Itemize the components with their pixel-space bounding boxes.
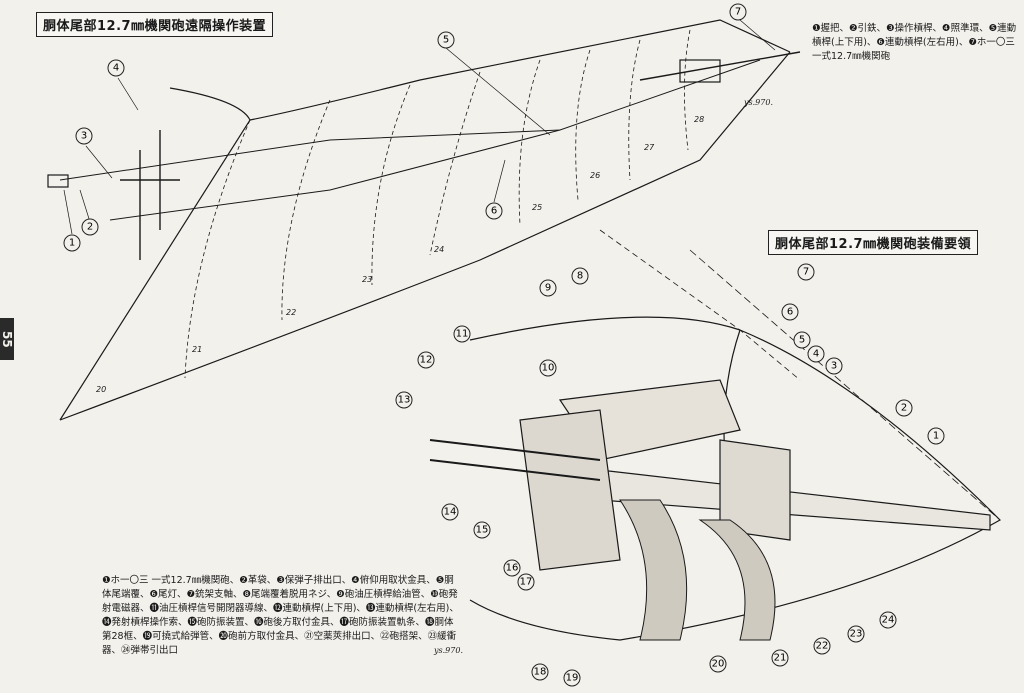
svg-text:3: 3 <box>81 131 87 142</box>
frame-number: 23 <box>362 275 372 284</box>
callout-bottom-10: 10 <box>539 359 557 377</box>
svg-text:14: 14 <box>444 507 457 518</box>
callout-bottom-2: 2 <box>895 399 913 417</box>
svg-text:7: 7 <box>803 267 809 278</box>
svg-text:19: 19 <box>566 673 579 684</box>
callout-bottom-19: 19 <box>563 669 581 687</box>
svg-text:23: 23 <box>850 629 863 640</box>
callout-top-4: 4 <box>107 59 125 77</box>
svg-text:17: 17 <box>520 577 533 588</box>
frame-number: 24 <box>434 245 444 254</box>
frame-number: 28 <box>694 115 704 124</box>
svg-text:3: 3 <box>831 361 837 372</box>
callout-bottom-11: 11 <box>453 325 471 343</box>
callout-bottom-13: 13 <box>395 391 413 409</box>
callout-bottom-6: 6 <box>781 303 799 321</box>
svg-text:20: 20 <box>712 659 725 670</box>
callout-bottom-17: 17 <box>517 573 535 591</box>
artist-signature: ys.970. <box>744 98 773 107</box>
svg-text:4: 4 <box>113 63 119 74</box>
ammo-belt <box>619 499 688 641</box>
callout-bottom-14: 14 <box>441 503 459 521</box>
callout-top-6: 6 <box>485 202 503 220</box>
svg-text:7: 7 <box>735 7 741 18</box>
callout-bottom-1: 1 <box>927 427 945 445</box>
svg-text:4: 4 <box>813 349 819 360</box>
svg-text:1: 1 <box>933 431 939 442</box>
svg-text:5: 5 <box>443 35 449 46</box>
callout-bottom-7: 7 <box>797 263 815 281</box>
svg-text:6: 6 <box>787 307 793 318</box>
svg-text:2: 2 <box>87 222 93 233</box>
callout-bottom-23: 23 <box>847 625 865 643</box>
callout-top-2: 2 <box>81 218 99 236</box>
svg-text:15: 15 <box>476 525 489 536</box>
callout-top-3: 3 <box>75 127 93 145</box>
legend-bottom: ❶ホ一〇三 一式12.7㎜機関砲、❷革袋、❸保弾子排出口、❹俯仰用取状金具、❺胴… <box>102 575 459 656</box>
svg-text:13: 13 <box>398 395 411 406</box>
frame-number: 20 <box>96 385 106 394</box>
callout-top-5: 5 <box>437 31 455 49</box>
callout-bottom-8: 8 <box>571 267 589 285</box>
callout-bottom-12: 12 <box>417 351 435 369</box>
svg-text:5: 5 <box>799 335 805 346</box>
svg-text:22: 22 <box>816 641 829 652</box>
callout-bottom-5: 5 <box>793 331 811 349</box>
frame-number: 21 <box>192 345 202 354</box>
legend-top: ❶握把、❷引鉄、❸操作槓桿、❹照準環、❺連動槓桿(上下用)、❻連動槓桿(左右用)… <box>812 23 1017 62</box>
svg-text:6: 6 <box>491 206 497 217</box>
svg-text:2: 2 <box>901 403 907 414</box>
svg-text:18: 18 <box>534 667 547 678</box>
svg-text:11: 11 <box>456 329 469 340</box>
svg-text:24: 24 <box>882 615 895 626</box>
callout-bottom-21: 21 <box>771 649 789 667</box>
frame-number: 26 <box>590 171 600 180</box>
callout-bottom-9: 9 <box>539 279 557 297</box>
frame-number: 25 <box>532 203 542 212</box>
callout-bottom-16: 16 <box>503 559 521 577</box>
svg-text:21: 21 <box>774 653 787 664</box>
callout-top-7: 7 <box>729 3 747 21</box>
callout-bottom-20: 20 <box>709 655 727 673</box>
fuselage-upper-outline <box>59 19 791 421</box>
svg-text:9: 9 <box>545 283 551 294</box>
artist-signature: ys.970. <box>434 646 463 655</box>
fuselage-lower-outline <box>59 51 791 421</box>
bottom-diagram-title: 胴体尾部12.7㎜機関砲装備要領 <box>768 230 979 255</box>
page-number: 55 <box>0 318 14 360</box>
callout-top-1: 1 <box>63 234 81 252</box>
svg-text:1: 1 <box>69 238 75 249</box>
callout-bottom-3: 3 <box>825 357 843 375</box>
callout-bottom-24: 24 <box>879 611 897 629</box>
callout-bottom-15: 15 <box>473 521 491 539</box>
callout-bottom-18: 18 <box>531 663 549 681</box>
svg-text:10: 10 <box>542 363 555 374</box>
frame-number: 22 <box>286 308 296 317</box>
top-diagram-title: 胴体尾部12.7㎜機関砲遠隔操作装置 <box>36 12 274 37</box>
callout-bottom-22: 22 <box>813 637 831 655</box>
svg-text:16: 16 <box>506 563 519 574</box>
callout-bottom-4: 4 <box>807 345 825 363</box>
frame-number: 27 <box>644 143 655 152</box>
svg-text:12: 12 <box>420 355 433 366</box>
svg-text:8: 8 <box>577 271 583 282</box>
